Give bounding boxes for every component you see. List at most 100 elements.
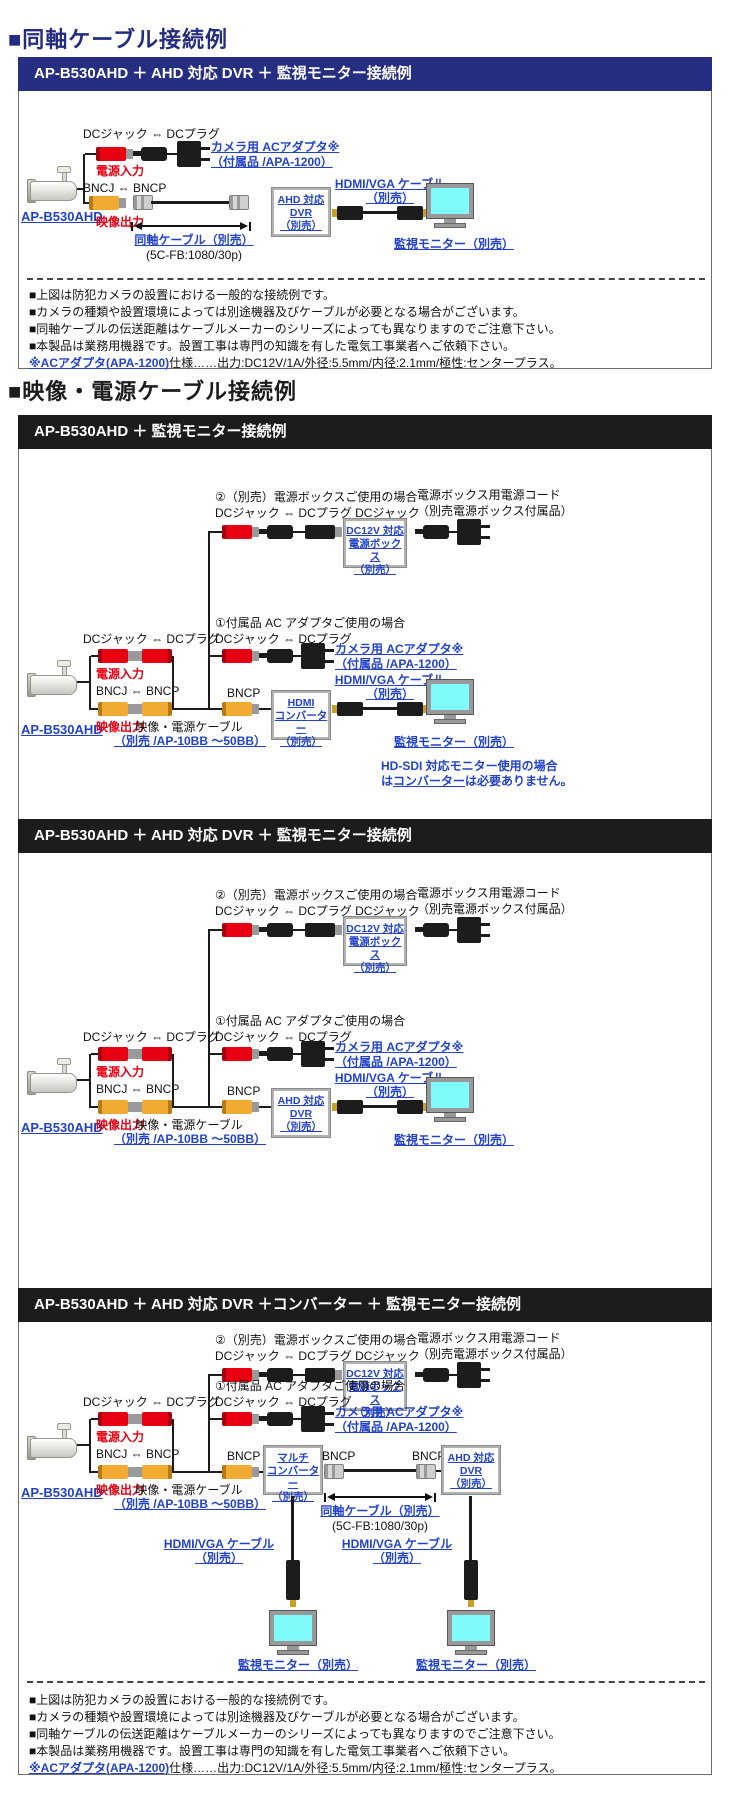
- note-line-ac-spec: ※ACアダプタ(APA-1200)仕様……出力:DC12V/1A/外径:5.5m…: [29, 1759, 562, 1776]
- link-hdmi-vga-cable[interactable]: HDMI/VGA ケーブル: [334, 673, 446, 687]
- link-camera-ac-adapter[interactable]: カメラ用 ACアダプタ※: [335, 1405, 464, 1419]
- link-ahd-dvr[interactable]: AHD 対応: [277, 194, 325, 206]
- wire: [85, 153, 96, 155]
- link-ahd-dvr[interactable]: （別売）: [280, 1121, 322, 1133]
- ac-adapter-icon: [301, 1406, 334, 1432]
- link-hdmi-vga-cable-sub[interactable]: （別売）: [365, 687, 414, 701]
- link-camera-model[interactable]: AP-B530AHD: [21, 1485, 103, 1500]
- wire: [91, 1418, 98, 1420]
- label-power-box-cord2: （別売電源ボックス付属品）: [417, 1347, 573, 1361]
- link-hdmi-vga-cable[interactable]: HDMI/VGA ケーブル: [334, 177, 446, 191]
- link-camera-ac-adapter[interactable]: カメラ用 ACアダプタ※: [211, 140, 340, 154]
- link-camera-ac-adapter-sub[interactable]: （付属品 /APA-1200）: [211, 155, 333, 169]
- camera-body: [30, 181, 77, 201]
- dc-plug-icon: [259, 525, 293, 539]
- wire: [210, 655, 222, 657]
- hdmi-connector: [397, 206, 428, 220]
- camera-icon: [27, 166, 81, 210]
- link-ac-adapter-spec[interactable]: ※ACアダプタ(APA-1200): [29, 356, 170, 370]
- dc-jack-icon: [305, 1368, 342, 1382]
- link-video-power-cable[interactable]: （別売 /AP-10BB ～50BB）: [114, 734, 267, 748]
- monitor-base: [455, 1650, 487, 1655]
- monitor-screen: [427, 1078, 473, 1112]
- link-camera-ac-adapter-sub[interactable]: （付属品 /APA-1200）: [335, 1055, 457, 1069]
- link-monitor[interactable]: 監視モニター（別売）: [394, 1133, 515, 1147]
- link-hdmi-vga-cable-sub[interactable]: （別売）: [365, 191, 414, 205]
- camera-body: [30, 1073, 77, 1093]
- link-multi-converter[interactable]: マルチ: [277, 1452, 309, 1464]
- link-hdmi-vga-cable-sub[interactable]: （別売）: [194, 1551, 243, 1565]
- link-camera-ac-adapter[interactable]: カメラ用 ACアダプタ※: [335, 642, 464, 656]
- monitor-icon: [427, 184, 473, 229]
- label-coax-spec: (5C-FB:1080/30p): [145, 248, 243, 262]
- link-hdmi-vga-cable-sub[interactable]: （別売）: [365, 1085, 414, 1099]
- bnc-jack-yellow-icon: [222, 1465, 259, 1479]
- label-power-box-cord2: （別売電源ボックス付属品）: [417, 902, 573, 916]
- panel-header: AP-B530AHD ＋ AHD 対応 DVR ＋ 監視モニター接続例: [18, 819, 712, 853]
- link-ahd-dvr[interactable]: DVR: [289, 207, 313, 219]
- link-hdmi-vga-cable[interactable]: HDMI/VGA ケーブル: [334, 1071, 446, 1085]
- bnc-connector-icon: [416, 1464, 436, 1479]
- monitor-icon: [448, 1611, 494, 1656]
- link-hdmi-vga-cable[interactable]: HDMI/VGA ケーブル: [163, 1537, 275, 1551]
- link-dc12v-box[interactable]: （別売）: [354, 1407, 396, 1419]
- link-hdmi-converter[interactable]: コンバーター: [274, 710, 328, 735]
- link-dc12v-box[interactable]: 電源ボックス: [348, 1381, 402, 1406]
- link-camera-model[interactable]: AP-B530AHD: [21, 209, 103, 224]
- link-monitor[interactable]: 監視モニター（別売）: [394, 237, 515, 251]
- wire: [208, 1374, 210, 1473]
- link-dc12v-box[interactable]: （別売）: [354, 962, 396, 974]
- link-video-power-cable[interactable]: （別売 /AP-10BB ～50BB）: [114, 1497, 267, 1511]
- link-ahd-dvr[interactable]: DVR: [289, 1108, 313, 1120]
- link-hdmi-vga-cable[interactable]: HDMI/VGA ケーブル: [341, 1537, 453, 1551]
- link-ahd-dvr[interactable]: （別売）: [450, 1478, 492, 1490]
- link-hdmi-converter[interactable]: （別売）: [280, 736, 322, 748]
- label-dc-jack-plug: DCジャック ⇔ DCプラグ: [215, 632, 352, 646]
- camera-icon: [27, 1423, 81, 1467]
- link-monitor[interactable]: 監視モニター（別売）: [238, 1658, 359, 1672]
- note-ac-spec-text: 仕様……出力:DC12V/1A/外径:5.5mm/内径:2.1mm/極性:センタ…: [169, 1761, 562, 1775]
- link-camera-ac-adapter[interactable]: カメラ用 ACアダプタ※: [335, 1040, 464, 1054]
- dc12v-power-box: DC12V 対応 電源ボックス （別売）: [344, 917, 406, 974]
- link-ahd-dvr[interactable]: DVR: [459, 1465, 483, 1477]
- wire: [172, 1054, 174, 1108]
- link-camera-ac-adapter-sub[interactable]: （付属品 /APA-1200）: [335, 1420, 457, 1434]
- link-dc12v-box[interactable]: DC12V 対応: [346, 525, 404, 537]
- wire: [91, 708, 98, 710]
- wire: [208, 929, 210, 1107]
- link-camera-model[interactable]: AP-B530AHD: [21, 1120, 103, 1135]
- link-coax-cable[interactable]: 同軸ケーブル（別売）: [320, 1504, 440, 1518]
- link-monitor[interactable]: 監視モニター（別売）: [394, 735, 515, 749]
- monitor-base: [434, 719, 466, 724]
- link-camera-model[interactable]: AP-B530AHD: [21, 722, 103, 737]
- label-case2-connectors: DCジャック ⇔ DCプラグ DCジャック: [215, 506, 420, 520]
- link-dc12v-box[interactable]: （別売）: [354, 564, 396, 576]
- link-ahd-dvr[interactable]: AHD 対応: [447, 1452, 495, 1464]
- wire: [89, 656, 91, 710]
- measure-line: [331, 1496, 429, 1498]
- link-hdmi-vga-cable-sub[interactable]: （別売）: [372, 1551, 421, 1565]
- hdsdi-text: は: [381, 774, 394, 788]
- label-bncp: BNCP: [412, 1449, 446, 1463]
- link-ahd-dvr[interactable]: AHD 対応: [277, 1095, 325, 1107]
- link-monitor[interactable]: 監視モニター（別売）: [416, 1658, 537, 1672]
- link-dc12v-box[interactable]: DC12V 対応: [346, 923, 404, 935]
- bnc-jack-yellow-icon: [222, 1100, 259, 1114]
- link-dc12v-box[interactable]: 電源ボックス: [348, 538, 402, 563]
- label-bncj-bncp: BNCJ ⇔ BNCP: [96, 1082, 180, 1096]
- dc-plug-icon: [259, 649, 293, 663]
- link-dc12v-box[interactable]: 電源ボックス: [348, 936, 402, 961]
- link-multi-converter[interactable]: コンバーター: [266, 1465, 320, 1490]
- link-video-power-cable[interactable]: （別売 /AP-10BB ～50BB）: [114, 1132, 267, 1146]
- link-ac-adapter-spec[interactable]: ※ACアダプタ(APA-1200): [29, 1761, 170, 1775]
- link-hdmi-converter[interactable]: HDMI: [287, 697, 315, 709]
- link-ahd-dvr[interactable]: （別売）: [280, 220, 322, 232]
- link-camera-ac-adapter-sub[interactable]: （付属品 /APA-1200）: [335, 657, 457, 671]
- link-coax-cable[interactable]: 同軸ケーブル（別売）: [134, 233, 254, 247]
- hdmi-connector: [397, 1100, 428, 1114]
- monitor-stand: [465, 1646, 477, 1650]
- link-dc12v-box[interactable]: DC12V 対応: [346, 1368, 404, 1380]
- wall-plug-icon: [457, 519, 490, 545]
- note-line: ■カメラの種類や設置環境によっては別途機器及びケーブルが必要となる場合がございま…: [29, 1710, 525, 1724]
- wall-plug-icon: [457, 917, 490, 943]
